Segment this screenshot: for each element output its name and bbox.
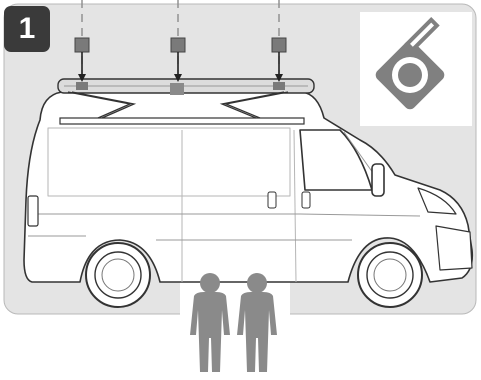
person-left-icon xyxy=(190,273,230,372)
awning-case xyxy=(57,78,315,95)
tool-box xyxy=(360,12,472,126)
measuring-tape-icon xyxy=(375,17,445,110)
mount-marker-left xyxy=(74,37,90,90)
mount-marker-center xyxy=(170,37,186,82)
wheel-rear xyxy=(85,242,151,308)
two-person-icon xyxy=(190,273,277,372)
mount-marker-right xyxy=(271,37,287,90)
awning-rail xyxy=(59,117,305,125)
person-right-icon xyxy=(237,273,277,372)
awning-brackets xyxy=(67,91,289,119)
step-number-badge: 1 xyxy=(4,6,50,52)
wheel-front xyxy=(357,242,423,308)
van-illustration xyxy=(23,91,474,283)
